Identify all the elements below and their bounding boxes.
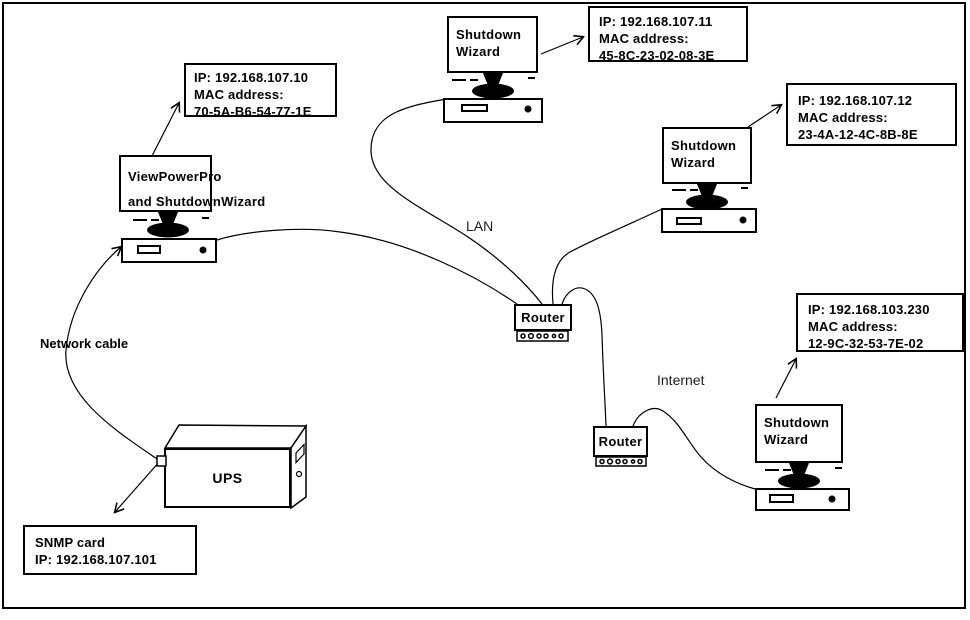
network-cable-label: Network cable — [40, 336, 129, 351]
ip-address: IP: 192.168.103.230 — [808, 302, 930, 317]
computer-monitor-viewpowerpro: ViewPowerPro and ShutdownWizard — [119, 155, 266, 212]
computer-base-top — [443, 98, 543, 123]
snmp-ip-address: IP: 192.168.107.101 — [35, 552, 157, 567]
computer-label-line1: Shutdown — [456, 27, 522, 42]
mac-address: 23-4A-12-4C-8B-8E — [798, 127, 918, 142]
computer-label-line2: Wizard — [456, 44, 501, 59]
computer-base-right — [661, 208, 757, 233]
router-label: Router — [521, 310, 565, 325]
ups-device: UPS — [164, 448, 291, 508]
mac-address: 45-8C-23-02-08-3E — [599, 48, 715, 63]
computer-label-line2: and ShutdownWizard — [128, 194, 266, 209]
router-internet: Router — [593, 426, 648, 457]
ip-address: IP: 192.168.107.11 — [599, 14, 713, 29]
mac-address-caption: MAC address: — [808, 319, 898, 334]
computer-base-viewpowerpro — [121, 238, 217, 263]
diagram-border — [2, 2, 966, 609]
info-box-right-computer: IP: 192.168.107.12 MAC address: 23-4A-12… — [786, 83, 957, 146]
mac-address-caption: MAC address: — [798, 110, 888, 125]
computer-label-line1: Shutdown — [764, 415, 830, 430]
computer-label-line1: ViewPowerPro — [128, 169, 222, 184]
computer-label-line1: Shutdown — [671, 138, 737, 153]
info-box-bottom-computer: IP: 192.168.103.230 MAC address: 12-9C-3… — [796, 293, 964, 352]
snmp-card-caption: SNMP card — [35, 535, 106, 550]
router-label: Router — [598, 434, 643, 449]
computer-label-line2: Wizard — [764, 432, 809, 447]
internet-label: Internet — [657, 372, 705, 388]
mac-address: 12-9C-32-53-7E-02 — [808, 336, 924, 351]
info-box-viewpowerpro: IP: 192.168.107.10 MAC address: 70-5A-B6… — [184, 63, 337, 119]
ip-address: IP: 192.168.107.10 — [194, 70, 309, 85]
ups-label: UPS — [212, 470, 243, 486]
lan-label: LAN — [466, 218, 494, 234]
mac-address-caption: MAC address: — [194, 87, 284, 102]
computer-monitor-shutdown-wizard-right: Shutdown Wizard — [662, 127, 752, 184]
mac-address-caption: MAC address: — [599, 31, 689, 46]
computer-monitor-shutdown-wizard-top: Shutdown Wizard — [447, 16, 538, 73]
router-lan: Router — [514, 304, 572, 331]
mac-address: 70-5A-B6-54-77-1E — [194, 104, 312, 119]
computer-monitor-shutdown-wizard-bottom: Shutdown Wizard — [755, 404, 843, 463]
computer-label-line2: Wizard — [671, 155, 716, 170]
info-box-top-computer: IP: 192.168.107.11 MAC address: 45-8C-23… — [588, 6, 748, 63]
ip-address: IP: 192.168.107.12 — [798, 93, 913, 108]
info-box-snmp-card: SNMP card IP: 192.168.107.101 — [23, 525, 197, 575]
computer-base-bottom — [755, 488, 850, 511]
